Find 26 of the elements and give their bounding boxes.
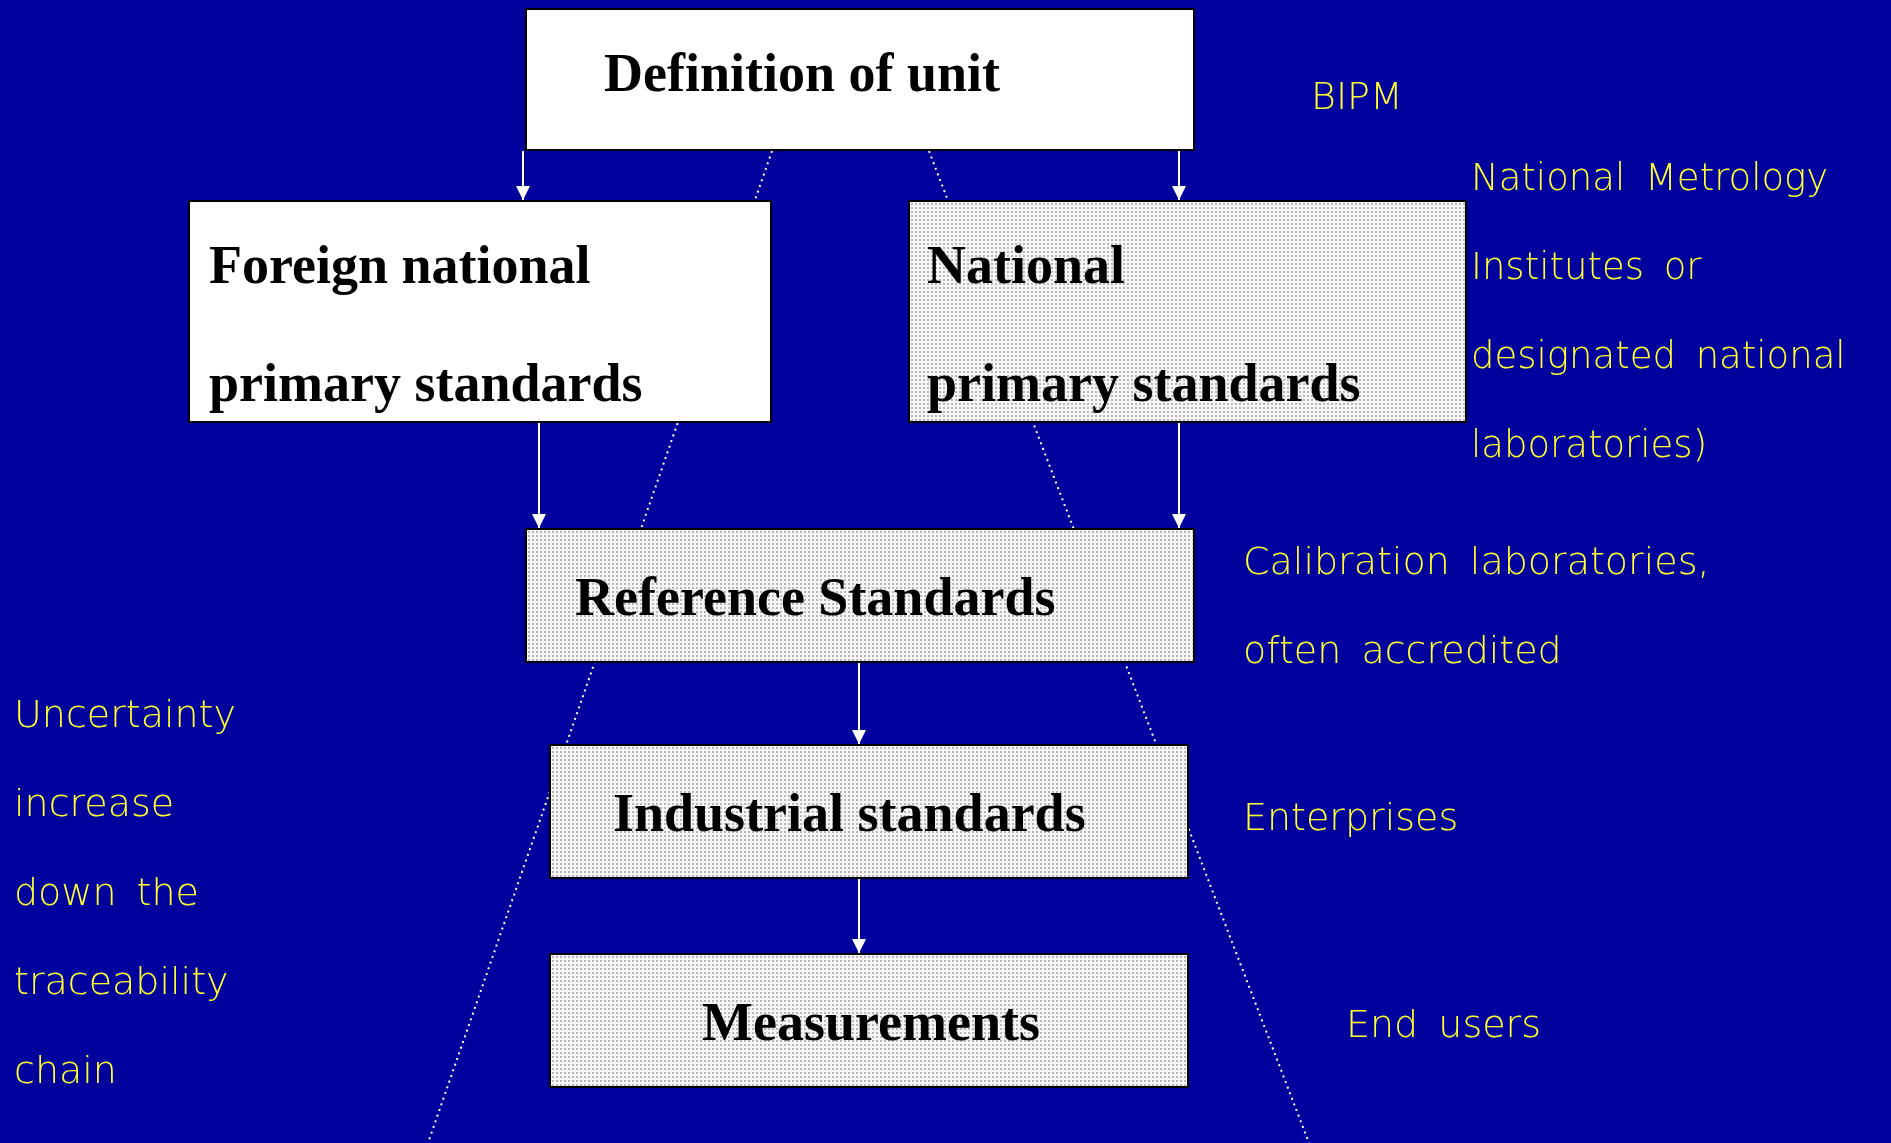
box-label: National (927, 236, 1126, 296)
standard-box (908, 200, 1467, 423)
standard-box (549, 953, 1189, 1088)
arrow (532, 422, 546, 529)
arrow (852, 662, 866, 745)
annotation-text: Uncertainty increase down the traceability chain (14, 691, 237, 1094)
box-label: Reference Standards (575, 568, 1056, 628)
annotation-text: BIPM (1311, 73, 1404, 120)
standard-box (525, 8, 1195, 151)
annotation-text: Calibration laboratories, often accredited (1243, 538, 1711, 674)
standard-box (549, 744, 1189, 879)
annotation-text: Enterprises (1243, 794, 1460, 841)
standard-box (525, 528, 1195, 663)
arrow (852, 878, 866, 954)
arrow (1172, 150, 1186, 201)
arrow (1172, 422, 1186, 529)
arrow (516, 150, 530, 201)
box-label: Measurements (702, 993, 1040, 1053)
box-label: primary standards (927, 354, 1361, 414)
box-label: Industrial standards (613, 784, 1086, 844)
annotation-text: End users (1346, 1001, 1542, 1048)
box-label: primary standards (209, 354, 643, 414)
box-label: Definition of unit (604, 44, 1001, 104)
annotation-text: National Metrology Institutes or designated national laboratories) (1471, 155, 1847, 468)
standard-box (188, 200, 772, 423)
box-label: Foreign national (209, 236, 591, 296)
